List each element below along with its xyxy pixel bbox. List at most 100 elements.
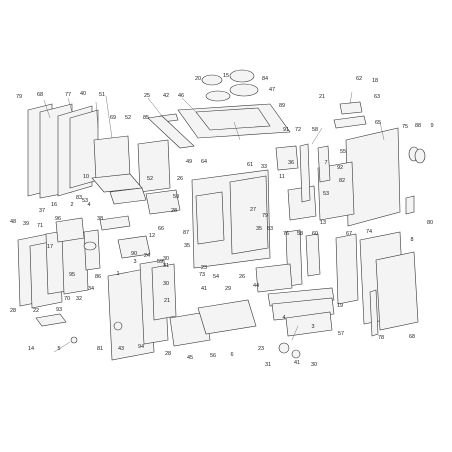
label-17: 17 (46, 244, 54, 250)
part-37 (55, 217, 85, 243)
label-10: 10 (82, 174, 90, 180)
label-41: 41 (200, 286, 208, 292)
label-67: 67 (345, 231, 353, 237)
part-47 (195, 107, 271, 131)
label-66: 66 (157, 226, 165, 232)
label-3: 3 (133, 259, 137, 265)
label-35b: 35 (255, 226, 263, 232)
label-26b: 26 (238, 274, 246, 280)
part-14 (35, 313, 67, 327)
label-19: 19 (336, 303, 344, 309)
label-31b: 31 (264, 362, 272, 368)
label-16: 16 (50, 202, 58, 208)
label-14: 14 (27, 346, 35, 352)
label-47: 47 (268, 87, 276, 93)
label-81: 81 (96, 346, 104, 352)
label-12: 12 (148, 233, 156, 239)
label-51: 51 (98, 92, 106, 98)
label-3b: 3 (311, 324, 315, 330)
part-20 (201, 74, 223, 86)
label-83: 83 (75, 195, 83, 201)
label-50: 50 (172, 194, 180, 200)
part-50 (145, 189, 181, 215)
label-91: 91 (282, 127, 290, 133)
label-31: 31 (162, 263, 170, 269)
label-63: 63 (373, 94, 381, 100)
label-88: 88 (414, 123, 422, 129)
label-74: 74 (365, 229, 373, 235)
label-73: 73 (198, 272, 206, 278)
label-89: 89 (278, 103, 286, 109)
part-78 (369, 289, 379, 337)
label-52b: 52 (146, 176, 154, 182)
part-93 (83, 241, 97, 251)
part-60 (305, 233, 321, 277)
label-53: 53 (322, 191, 330, 197)
label-94: 94 (137, 344, 145, 350)
part-52 (109, 187, 147, 205)
label-18: 18 (371, 78, 379, 84)
label-48: 48 (9, 219, 17, 225)
label-64: 64 (200, 159, 208, 165)
label-21: 21 (318, 94, 326, 100)
label-11: 11 (279, 174, 285, 180)
label-58: 58 (311, 127, 319, 133)
label-60: 60 (311, 231, 319, 237)
label-55: 55 (339, 149, 347, 155)
label-38: 38 (96, 216, 104, 222)
label-49: 49 (185, 159, 193, 165)
part-45 (169, 311, 211, 347)
label-6: 6 (230, 352, 234, 358)
part-27 (229, 175, 269, 255)
part-62 (339, 101, 363, 115)
label-27: 27 (249, 207, 257, 213)
label-52: 52 (124, 115, 132, 121)
label-54: 54 (212, 274, 220, 280)
label-57: 57 (337, 331, 345, 337)
part-38 (99, 215, 131, 231)
label-8: 8 (410, 237, 414, 243)
part-95 (61, 231, 89, 295)
label-53b: 53 (81, 198, 89, 204)
label-79: 79 (15, 94, 23, 100)
label-90: 90 (130, 251, 138, 257)
label-29: 29 (224, 286, 232, 292)
part-85 (137, 139, 171, 193)
label-5: 5 (57, 346, 61, 352)
label-26: 26 (176, 176, 184, 182)
part-23 (278, 342, 290, 354)
label-30c: 30 (310, 362, 318, 368)
label-76: 76 (282, 231, 290, 237)
part-84 (229, 83, 259, 97)
part-9 (414, 148, 426, 164)
label-69: 69 (109, 115, 117, 121)
part-7 (317, 145, 331, 183)
label-61: 61 (246, 162, 254, 168)
label-72: 72 (294, 127, 302, 133)
label-30: 30 (162, 256, 170, 262)
part-90 (151, 263, 177, 321)
label-84: 84 (261, 76, 269, 82)
part-25 (147, 115, 195, 149)
label-43: 43 (117, 346, 125, 352)
label-4: 4 (87, 202, 91, 208)
label-95: 95 (68, 272, 76, 278)
part-67 (335, 233, 359, 305)
part-57 (285, 311, 333, 337)
label-34: 34 (87, 286, 95, 292)
label-56: 56 (209, 353, 217, 359)
label-41b: 41 (293, 360, 301, 366)
part-68b (375, 251, 419, 331)
label-33: 33 (260, 164, 268, 170)
label-82: 82 (338, 178, 346, 184)
label-68: 68 (36, 92, 44, 98)
part-15 (229, 69, 255, 83)
part-41 (291, 349, 301, 359)
part-5 (70, 336, 78, 344)
label-92: 92 (336, 165, 344, 171)
label-85: 85 (142, 115, 150, 121)
label-77: 77 (64, 92, 72, 98)
label-87: 87 (182, 230, 190, 236)
label-96: 96 (54, 216, 62, 222)
